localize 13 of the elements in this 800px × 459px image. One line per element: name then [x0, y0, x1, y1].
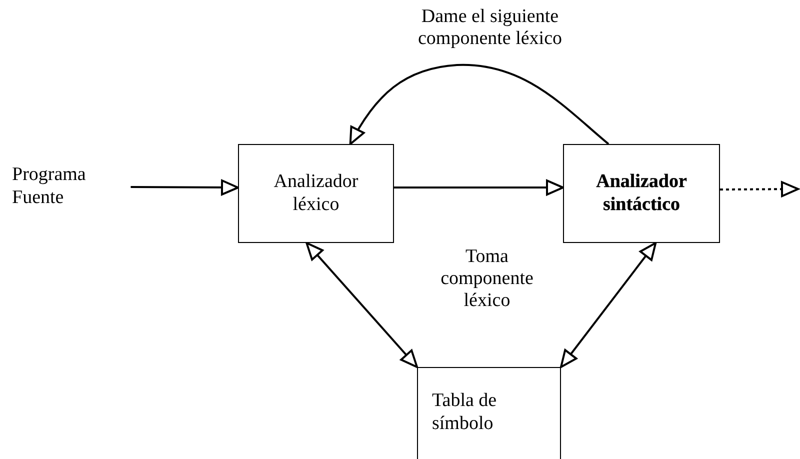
arrow [394, 180, 564, 196]
process-box [417, 367, 561, 459]
double-arrow [560, 242, 657, 368]
process-box [238, 144, 394, 243]
box-label: Analizador sintáctico [595, 170, 688, 216]
arrow [720, 181, 799, 198]
process-box [563, 144, 720, 243]
box-label: Programa Fuente [12, 164, 87, 210]
double-arrow [306, 242, 418, 368]
box-label: Tabla de símbolo [432, 390, 498, 436]
arrow [349, 64, 610, 145]
arrow [130, 179, 239, 196]
box-label: Analizador léxico [272, 170, 360, 216]
